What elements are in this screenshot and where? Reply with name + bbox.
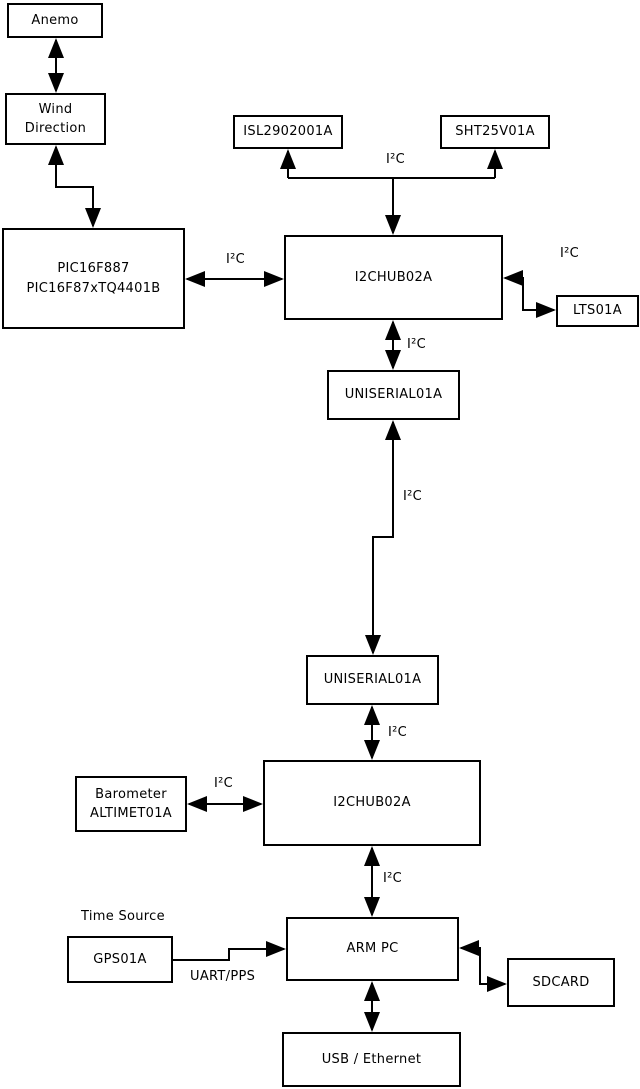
node-lts-label: LTS01A [573,303,622,319]
connector-wind-direction-pic [48,145,101,228]
node-uniserial2: UNISERIAL01A [306,655,439,705]
node-uniserial1: UNISERIAL01A [327,370,460,420]
node-pic: PIC16F887 PIC16F87xTQ4401B [2,228,185,329]
edge-label-i2c-uniserial2-hub2: I²C [388,725,408,740]
node-isl: ISL2902001A [233,115,343,149]
edge-label-i2c-hub1-sensors: I²C [386,152,406,167]
node-hub1-label: I2CHUB02A [354,269,433,285]
node-barometer-label: Barometer ALTIMET01A [90,786,172,822]
node-hub1: I2CHUB02A [284,235,503,320]
connector-gps-armpc [173,941,286,961]
node-hub2: I2CHUB02A [263,760,481,846]
node-anemo: Anemo [7,3,103,38]
connector-uniserial1-uniserial2 [365,420,401,655]
node-lts: LTS01A [556,295,639,327]
edge-label-uart-pps: UART/PPS [190,969,256,984]
node-uniserial2-label: UNISERIAL01A [323,672,422,688]
connector-hub1-lts [503,270,556,318]
edge-label-time-source: Time Source [81,909,165,924]
edge-label-i2c-barometer-hub2: I²C [214,776,234,791]
node-armpc: ARM PC [286,917,459,981]
node-sht: SHT25V01A [440,115,550,149]
node-sdcard-label: SDCARD [532,974,590,990]
node-usb-ethernet: USB / Ethernet [282,1032,461,1087]
node-sht-label: SHT25V01A [455,124,535,140]
node-pic-label: PIC16F887 PIC16F87xTQ4401B [26,261,161,296]
edge-label-i2c-uniserial-link: I²C [403,489,423,504]
node-hub2-label: I2CHUB02A [333,795,411,811]
node-wind-direction-label: Wind Direction [24,101,87,137]
node-wind-direction: Wind Direction [5,93,106,145]
node-uniserial1-label: UNISERIAL01A [344,387,443,403]
edge-label-i2c-hub1-lts: I²C [560,246,580,261]
node-gps-label: GPS01A [93,951,147,967]
node-gps: GPS01A [67,936,173,983]
edge-label-i2c-hub1-uniserial1: I²C [407,337,427,352]
edge-label-i2c-pic-hub1: I²C [226,252,246,267]
connector-armpc-sdcard [459,940,507,992]
node-armpc-label: ARM PC [346,941,399,957]
node-barometer: Barometer ALTIMET01A [75,776,187,832]
node-anemo-label: Anemo [31,12,79,28]
node-isl-label: ISL2902001A [243,124,333,140]
node-sdcard: SDCARD [507,958,615,1007]
edge-label-i2c-hub2-armpc: I²C [383,871,403,886]
node-usb-ethernet-label: USB / Ethernet [321,1051,422,1067]
